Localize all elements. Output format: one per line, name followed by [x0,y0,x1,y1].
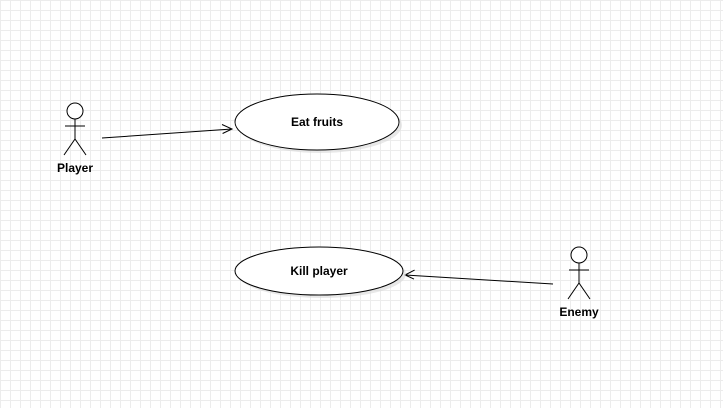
use-case-eat-fruits[interactable]: Eat fruits [234,93,402,153]
use-case-eat-fruits-label: Eat fruits [291,115,343,129]
actor-enemy[interactable]: Enemy [559,246,599,319]
actor-player-label: Player [57,161,93,175]
actor-player[interactable]: Player [57,102,93,175]
stick-figure-icon [567,246,591,300]
association-player-eat-fruits[interactable] [101,124,234,139]
use-case-kill-player[interactable]: Kill player [234,246,406,298]
association-enemy-kill-player[interactable] [403,269,554,285]
stick-figure-icon [63,102,87,156]
actor-enemy-label: Enemy [559,305,599,319]
use-case-kill-player-label: Kill player [290,264,348,278]
